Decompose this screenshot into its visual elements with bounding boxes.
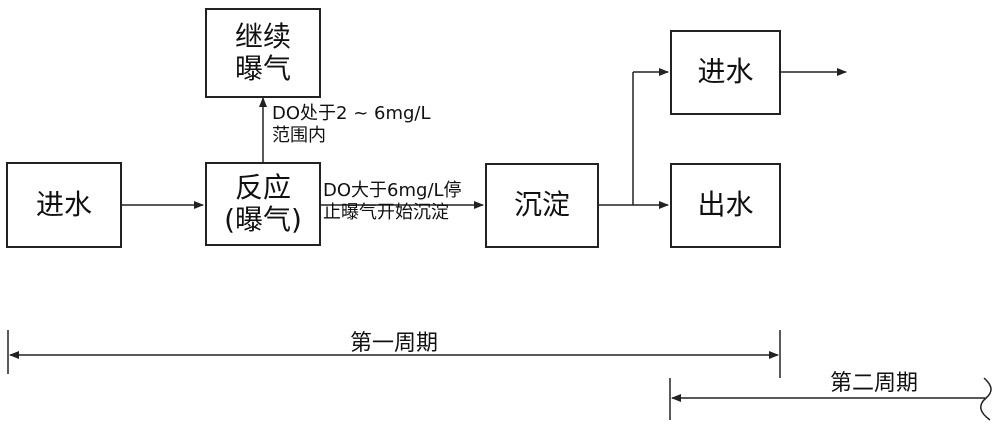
condition-upward: DO处于2 ~ 6mg/L 范围内 — [272, 103, 431, 147]
condition-upward-line2: 范围内 — [272, 125, 326, 146]
inlet-label: 进水 — [35, 187, 92, 221]
next-inlet-box: 进水 — [670, 30, 781, 115]
first-period-label: 第一周期 — [350, 331, 439, 356]
continue-aeration-box: 继续 曝气 — [205, 8, 321, 98]
continue-label-line1: 继续 — [234, 19, 291, 53]
reaction-label-line1: 反应 — [234, 170, 291, 204]
condition-rightward-line2: 止曝气开始沉淀 — [323, 202, 449, 223]
condition-rightward: DO大于6mg/L停 止曝气开始沉淀 — [323, 180, 462, 224]
settle-label: 沉淀 — [513, 188, 570, 222]
condition-rightward-line1: DO大于6mg/L停 — [323, 180, 462, 201]
outlet-box: 出水 — [670, 163, 781, 248]
continuation-squiggle — [980, 377, 992, 421]
reaction-box: 反应 (曝气) — [205, 162, 321, 246]
inlet-box: 进水 — [6, 162, 122, 248]
continue-label-line2: 曝气 — [234, 52, 291, 85]
condition-upward-line1: DO处于2 ~ 6mg/L — [272, 103, 431, 124]
reaction-label-line2: (曝气) — [224, 203, 302, 236]
second-period-label: 第二周期 — [830, 371, 919, 396]
next-inlet-label: 进水 — [697, 55, 754, 89]
settle-box: 沉淀 — [485, 163, 599, 248]
outlet-label: 出水 — [697, 188, 754, 222]
